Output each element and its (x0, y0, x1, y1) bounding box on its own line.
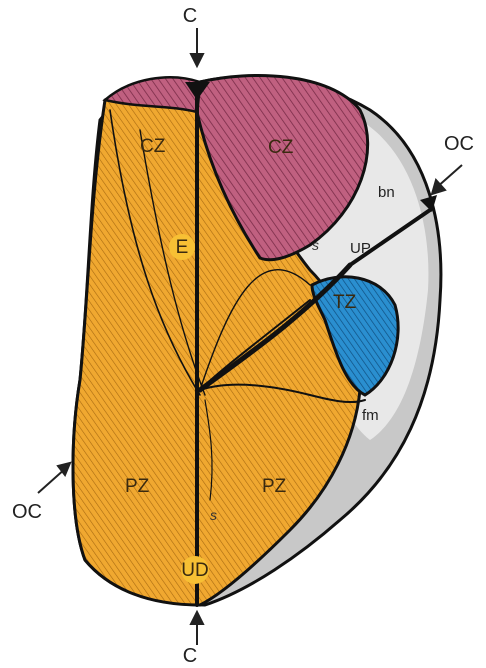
label-e: E (176, 237, 189, 258)
label-bn: bn (378, 184, 395, 201)
label-pz-left: PZ (125, 476, 150, 497)
label-pz-right: PZ (262, 476, 287, 497)
label-up: UP (350, 240, 371, 257)
label-cz-left: CZ (140, 136, 166, 157)
label-s-lower: s (210, 507, 217, 523)
label-cz-right: CZ (268, 137, 294, 158)
label-oc-right: OC (444, 133, 474, 155)
label-ud: UD (181, 560, 208, 581)
label-fm: fm (362, 407, 379, 424)
label-c-top: C (183, 5, 197, 27)
label-c-bottom: C (183, 645, 197, 667)
label-s-upper: s (312, 237, 319, 253)
label-tz: TZ (333, 292, 357, 313)
label-oc-left: OC (12, 501, 42, 523)
